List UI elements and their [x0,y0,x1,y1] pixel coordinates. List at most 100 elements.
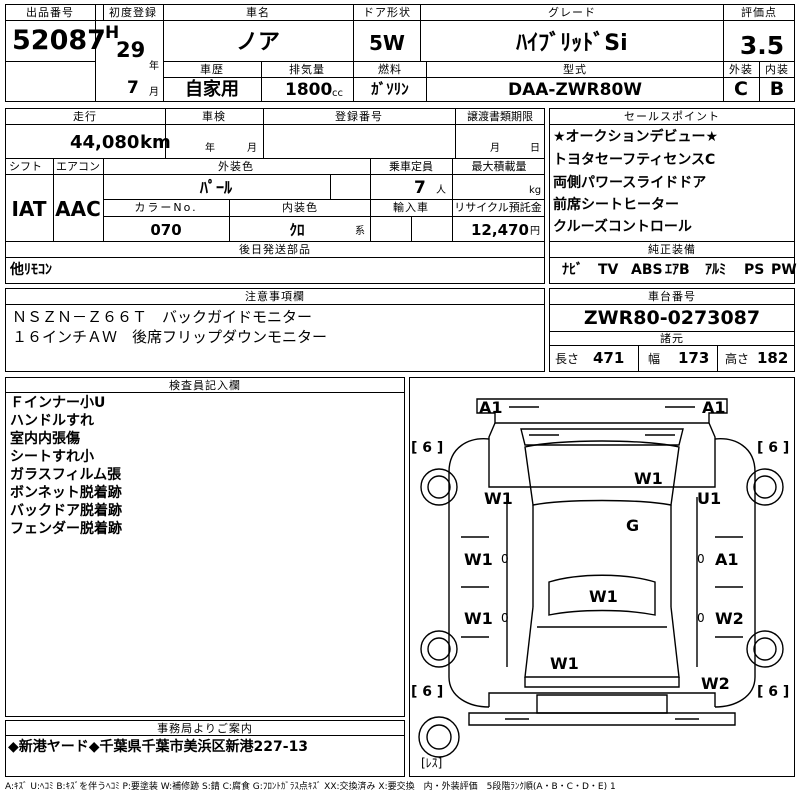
inspection-year-unit: 年 [205,143,215,154]
divider [5,61,95,62]
tire-spare: [ﾚｽ] [421,756,443,770]
shift-label: シフト [9,160,42,173]
recycle-label: リサイクル預託金 [454,201,542,214]
legend-text: A:ｷｽﾞ U:ﾍｺﾐ B:ｷｽﾞを伴うﾍｺﾐ P:要塗装 W:補修跡 S:錆 … [5,782,616,792]
displacement-label: 排気量 [289,63,325,76]
exterior-grade-value: C [734,78,748,100]
mileage-label: 走行 [73,110,97,123]
mark-left-front-door: W1 [464,550,493,569]
interior-color-label: 内装色 [282,201,318,214]
sales-points-label: セールスポイント [624,110,720,123]
divider [420,4,421,61]
divider [411,216,412,241]
inspector-line: ボンネット脱着跡 [10,485,122,501]
divider [165,108,166,158]
divider [723,4,724,102]
zero-mark: 0 [697,552,705,566]
divider [53,158,54,241]
divider [5,304,545,305]
divider [549,331,795,332]
exterior-grade-label: 外装 [729,63,753,76]
inspector-line: シートすれ小 [10,449,94,465]
history-label: 車歴 [200,63,224,76]
inspector-line: 室内内張傷 [10,431,80,447]
lot-no-label: 出品番号 [26,6,74,19]
chassis-block [549,288,795,372]
divider [330,174,331,199]
equipment-item: PW [771,262,797,278]
length-label: 長さ [555,352,580,366]
header-block [5,4,795,102]
divider [5,241,545,242]
divider [426,61,427,102]
mark-front-right: A1 [702,398,726,417]
divider [5,158,545,159]
first-reg-month-unit: 月 [149,87,159,98]
divider [263,108,264,158]
divider [5,392,405,393]
divider [638,345,639,372]
divider [549,124,795,125]
exterior-color-value: ﾊﾟｰﾙ [199,178,233,197]
interior-color-value: ｸﾛ [289,221,305,239]
mark-back-door: W1 [550,654,579,673]
tire-rear-right: [ 6 ] [757,684,790,700]
chassis-value: ZWR80-0273087 [583,307,761,329]
divider [717,345,718,372]
office-block [5,720,405,777]
inspector-line: バックドア脱着跡 [10,503,122,519]
aircon-label: エアコン [56,160,100,173]
mark-left-fender: W1 [484,489,513,508]
max-load-label: 最大積載量 [471,160,527,173]
divider [5,20,795,21]
later-parts-label: 後日発送部品 [239,243,311,256]
inspection-label: 車検 [202,110,226,123]
divider [163,77,723,78]
divider [5,174,545,175]
displacement-unit: cc [332,88,343,99]
equipment-item: ｱﾙﾐ [705,262,726,278]
interior-color-unit: 系 [355,226,365,237]
notes-label: 注意事項欄 [245,290,305,303]
divider [549,304,795,305]
mark-roof: W1 [589,587,618,606]
divider [549,257,795,258]
equipment-item: ﾅﾋﾞ [562,262,583,278]
standard-equipment-label: 純正装備 [648,243,696,256]
equipment-item: TV [598,262,619,278]
grade-value: ﾊｲﾌﾞﾘｯﾄﾞSi [516,31,628,56]
mark-right-fender: U1 [697,489,722,508]
car-diagram-block [409,377,795,777]
sales-point-item: ★オークションデビュー★ [553,129,719,145]
chassis-label: 車台番号 [648,290,696,303]
history-value: 自家用 [185,79,239,100]
max-load-unit: kg [529,185,542,196]
color-no-label: カラーNo. [134,201,198,214]
car-name-value: ノア [235,30,281,55]
mark-right-rear-door: W2 [715,609,744,628]
notes-line: １６インチＡＷ 後席フリップダウンモニター [12,328,328,346]
recycle-unit: 円 [530,226,540,237]
color-no-value: 070 [150,221,182,239]
import-label: 輸入車 [393,201,429,214]
doors-label: ドア形状 [363,6,411,19]
shift-value: IAT [11,197,47,221]
divider [5,257,545,258]
first-reg-label: 初度登録 [109,6,157,19]
notes-line: ＮＳＺＮ－Ｚ６６Ｔ バックガイドモニター [12,308,313,326]
mark-front-left: A1 [479,398,503,417]
mark-windshield: G [626,516,640,535]
lot-no-value: 52087 [12,25,106,56]
inspection-month-unit: 月 [247,143,257,154]
divider [353,61,354,102]
divider [5,124,545,125]
grade-label: グレード [548,6,596,19]
divider [370,158,371,199]
score-label: 評価点 [741,6,777,19]
inspector-label: 検査員記入欄 [169,379,241,392]
zero-mark: 0 [697,611,705,625]
equipment-item: ABS [631,262,663,278]
divider [95,4,96,102]
divider [103,4,104,20]
mark-right-rear: W2 [701,674,730,693]
